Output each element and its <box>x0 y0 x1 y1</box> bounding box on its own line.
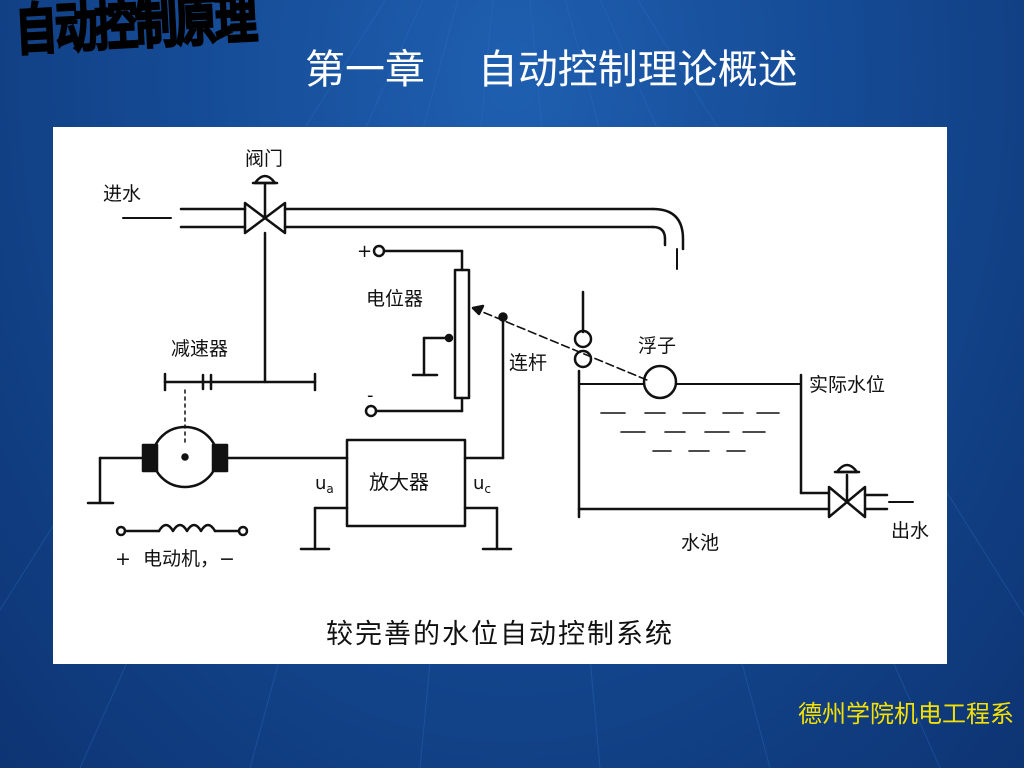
uc-wire <box>463 312 508 460</box>
minus-terminal-label: - <box>367 385 374 406</box>
motor-label: + 电动机，− <box>115 548 235 570</box>
inlet-valve <box>243 174 287 235</box>
potentiometer <box>364 244 471 418</box>
float <box>642 364 678 400</box>
amplifier-label: 放大器 <box>369 470 429 494</box>
uc-label: uc <box>473 473 491 496</box>
figure-caption: 较完善的水位自动控制系统 <box>326 619 674 650</box>
reducer-shaft <box>163 372 317 392</box>
footer-department: 德州学院机电工程系 <box>798 700 1014 728</box>
water-in-label: 进水 <box>103 183 141 205</box>
actual-level-label: 实际水位 <box>809 374 885 396</box>
chapter-title: 第一章 自动控制理论概述 <box>305 47 798 93</box>
valve-label: 阀门 <box>245 148 283 170</box>
outlet-valve <box>827 463 914 519</box>
linkage-lever <box>471 304 648 381</box>
reducer-label: 减速器 <box>171 338 228 360</box>
water-out-label: 出水 <box>891 520 929 542</box>
plus-terminal-label: + <box>357 241 372 262</box>
water-level-control-diagram: 阀门 进水 + 电位器 - 减速器 连杆 浮子 实际水位 放大器 ua uc +… <box>86 148 929 570</box>
amplifier-grounds <box>299 506 513 551</box>
inlet-pipe <box>179 207 685 251</box>
linkage-label: 连杆 <box>509 352 547 374</box>
potentiometer-label: 电位器 <box>366 288 423 310</box>
motor <box>86 425 349 505</box>
tank-label: 水池 <box>681 532 719 554</box>
course-logo: 自动控制原理 <box>13 0 258 64</box>
amplifier-box <box>345 438 467 528</box>
field-winding <box>115 523 249 537</box>
diagram-figure: 阀门 进水 + 电位器 - 减速器 连杆 浮子 实际水位 放大器 ua uc +… <box>53 127 947 664</box>
water-tank <box>577 369 831 519</box>
pivot-post <box>573 290 593 369</box>
ua-label: ua <box>315 473 334 496</box>
water-ripples <box>600 412 780 452</box>
float-label: 浮子 <box>638 335 676 357</box>
